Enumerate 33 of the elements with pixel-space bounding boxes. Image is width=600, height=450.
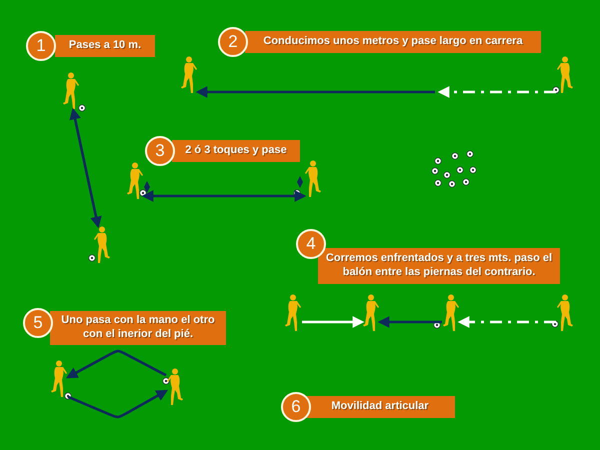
step-banner: Movilidad articular	[305, 396, 455, 418]
player-icon	[127, 162, 143, 199]
arrow	[196, 86, 435, 98]
arrow	[378, 316, 442, 328]
player-icon	[181, 56, 197, 93]
arrow	[66, 350, 167, 378]
step-number: 5	[23, 308, 53, 338]
player-icon	[167, 368, 183, 405]
player-icon	[285, 294, 301, 331]
step-number: 3	[145, 136, 175, 166]
step-banner: Pases a 10 m.	[55, 35, 155, 57]
step-banner: Uno pasa con la mano el otro con el inerior del pié.	[50, 311, 226, 345]
step-number: 1	[26, 31, 56, 61]
step-number: 2	[218, 27, 248, 57]
arrow	[302, 316, 364, 328]
arrow	[142, 190, 306, 202]
step-banner: Conducimos unos metros y pase largo en carrera	[245, 31, 541, 53]
player-icon	[63, 72, 79, 109]
arrow	[69, 108, 102, 228]
player-icon	[443, 294, 459, 331]
player-icon	[557, 294, 573, 331]
player-icon	[557, 56, 573, 93]
step-banner: 2 ó 3 toques y pase	[172, 140, 300, 162]
player-icon	[94, 226, 110, 263]
player-icon	[51, 360, 67, 397]
step-banner: Corremos enfrentados y a tres mts. paso el balón entre las piernas del contrario.	[318, 248, 560, 284]
arrow	[438, 86, 556, 98]
player-icon	[305, 160, 321, 197]
arrow	[68, 390, 168, 418]
step-number: 6	[281, 392, 311, 422]
player-icon	[363, 294, 379, 331]
arrow	[458, 316, 556, 328]
step-number: 4	[296, 229, 326, 259]
